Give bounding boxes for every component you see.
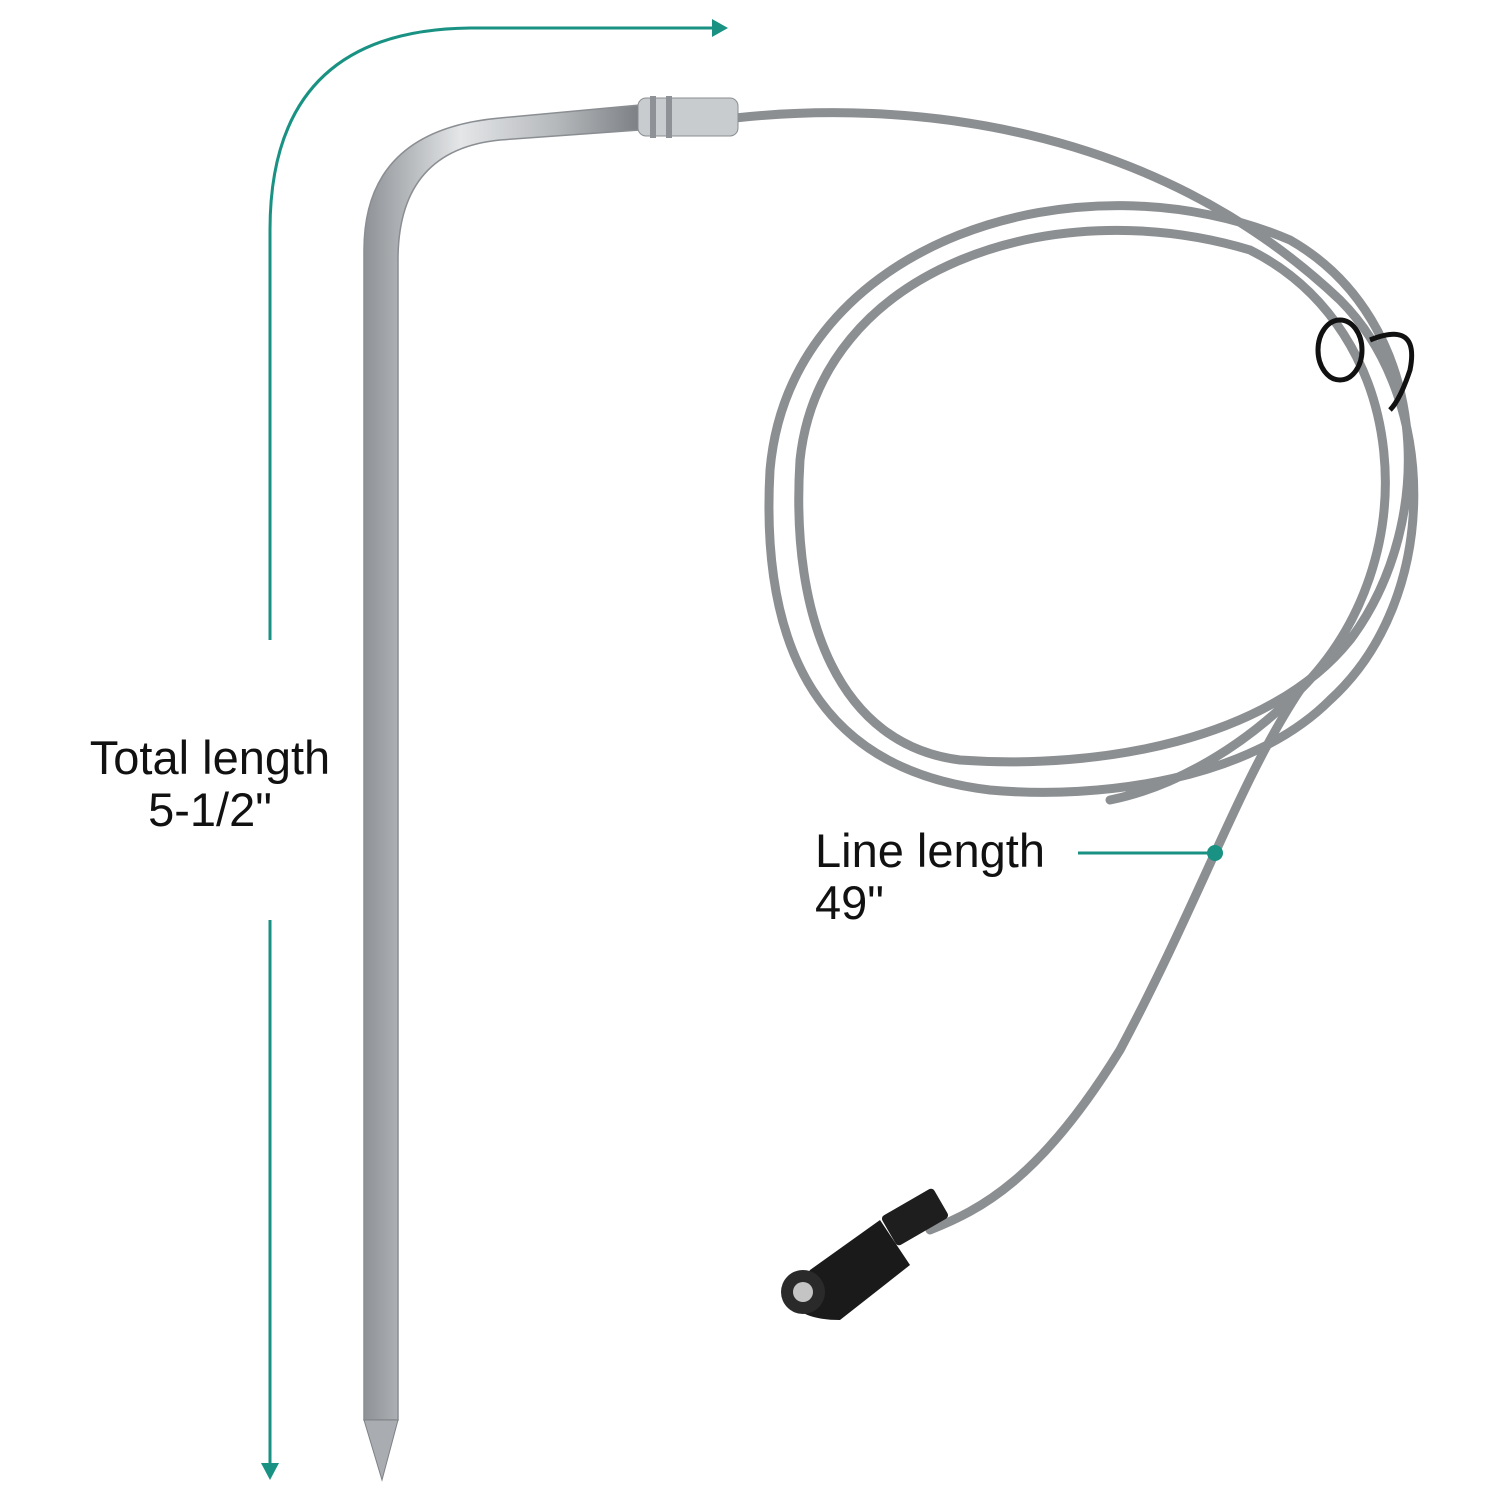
- probe-cable: [730, 108, 1419, 1235]
- line-length-title: Line length: [815, 824, 1045, 877]
- line-length-dot: [1207, 845, 1223, 861]
- total-length-label: Total length 5-1/2": [70, 732, 350, 836]
- total-length-value: 5-1/2": [148, 783, 272, 836]
- arrowhead-right-icon: [712, 19, 728, 37]
- cable-tie: [1315, 317, 1415, 412]
- total-length-title: Total length: [89, 731, 331, 784]
- line-length-label: Line length 49": [815, 825, 1045, 929]
- probe-rod: [363, 96, 739, 1482]
- arrowhead-down-icon: [261, 1463, 279, 1480]
- total-length-arrow: [268, 26, 718, 1470]
- plug-connector: [781, 1188, 949, 1320]
- line-length-value: 49": [815, 876, 884, 929]
